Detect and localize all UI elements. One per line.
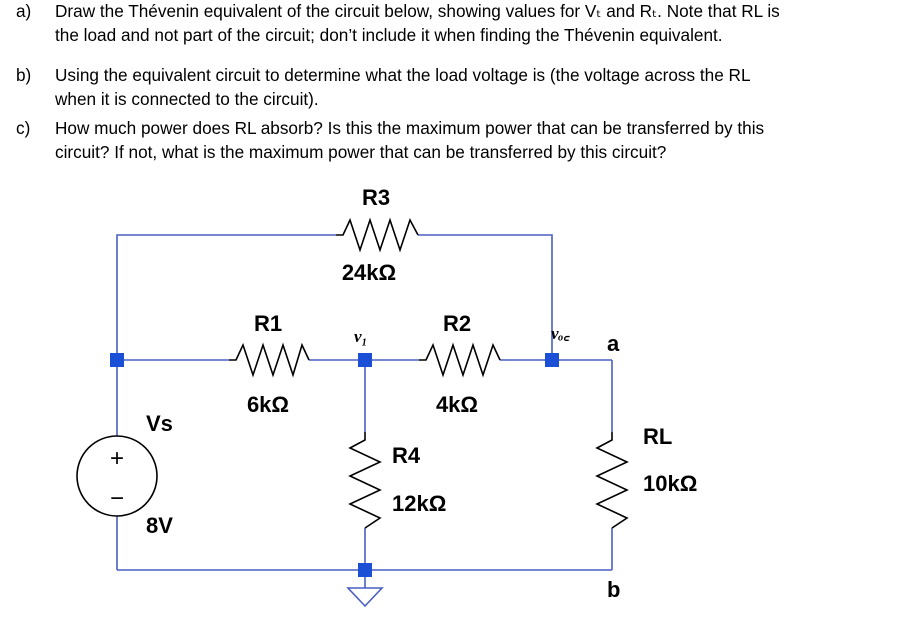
voc-label: vₒ꜀ [551,324,571,343]
r2-name: R2 [443,311,471,336]
r4-name: R4 [392,443,421,468]
r3-resistor [336,217,419,253]
wires [116,234,613,588]
node-marker-voc [545,353,559,367]
plus-sign: + [110,445,124,472]
terminal-b-label: b [607,577,620,602]
node-marker-v1 [358,353,372,367]
question-label: b) [16,65,32,85]
question-text-line: Draw the Thévenin equivalent of the circ… [55,1,780,21]
r4-value: 12kΩ [392,491,446,516]
question-label: a) [16,1,32,21]
rl-value: 10kΩ [643,471,697,496]
vs-name: Vs [146,411,173,436]
question-text-line: Using the equivalent circuit to determin… [55,65,751,85]
r1-name: R1 [254,311,282,336]
r3-name: R3 [362,185,390,210]
node-marker [110,353,124,367]
rl-resistor [595,432,629,529]
wire [116,234,336,360]
question-text-line: when it is connected to the circuit). [55,89,319,109]
vs-voltage-source: + − [76,435,158,517]
wire [418,234,553,360]
r2-resistor [419,342,501,378]
node-marker-ground [358,563,372,577]
minus-sign: − [110,485,124,512]
rl-name: RL [643,424,672,449]
source-circle [76,435,158,517]
ground-icon [346,587,384,608]
vs-value: 8V [146,513,173,538]
v1-label: v₁ [354,327,367,346]
r2-value: 4kΩ [436,392,478,417]
question-label: c) [16,118,31,138]
question-text-line: circuit? If not, what is the maximum pow… [55,142,667,162]
terminal-a-label: a [607,331,620,356]
r3-value: 24kΩ [342,260,396,285]
r4-resistor [348,432,382,529]
question-text-line: How much power does RL absorb? Is this t… [55,118,765,138]
question-text-line: the load and not part of the circuit; do… [55,25,723,45]
r1-value: 6kΩ [247,392,289,417]
r1-resistor [229,342,310,378]
